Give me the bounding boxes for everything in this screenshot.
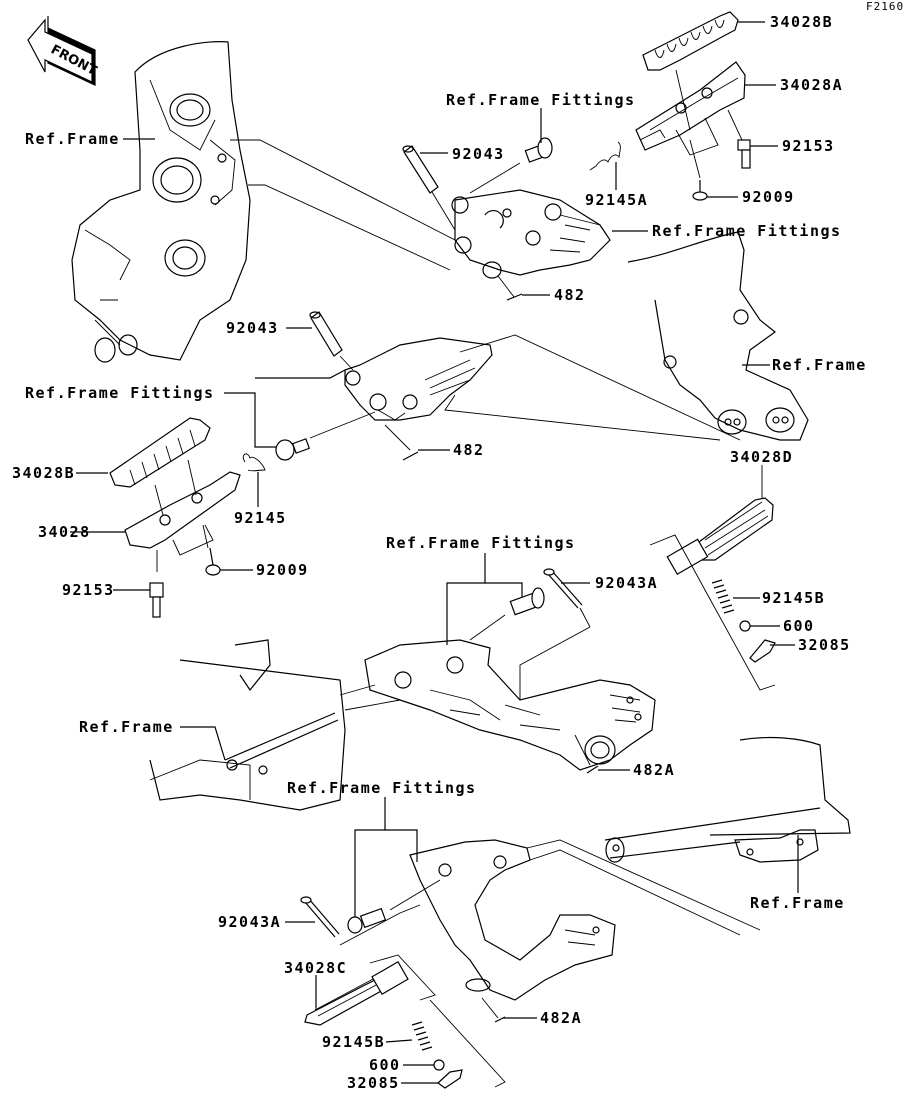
screw-92009-mid	[202, 524, 221, 576]
screw-92009-top	[689, 139, 708, 201]
callout-ref-frame-fittings[interactable]: Ref.Frame Fittings	[446, 91, 636, 109]
figure-code: F2160	[866, 0, 905, 13]
callout-92009[interactable]: 92009	[742, 188, 795, 206]
footpeg-34028C	[304, 961, 409, 1026]
detent-32085-bot	[437, 1069, 463, 1089]
upper-right-footpeg-bracket	[451, 189, 611, 279]
callout-92043[interactable]: 92043	[452, 145, 505, 163]
callout-32085[interactable]: 32085	[347, 1074, 400, 1092]
callout-ref-frame-fittings[interactable]: Ref.Frame Fittings	[386, 534, 576, 552]
callout-92009[interactable]: 92009	[256, 561, 309, 579]
callout-34028B[interactable]: 34028B	[770, 13, 834, 31]
footpeg-34028	[124, 459, 241, 549]
bolt-92153-mid	[149, 550, 164, 618]
callout-ref-frame-fittings[interactable]: Ref.Frame Fittings	[287, 779, 477, 797]
footpeg-34028A	[635, 61, 746, 151]
pin-92043-top	[402, 145, 456, 231]
callout-32085[interactable]: 32085	[798, 636, 851, 654]
cotter-pin-482A-bot	[481, 997, 506, 1023]
cotter-pin-482-top	[497, 275, 523, 301]
lower-right-main-bracket	[364, 639, 656, 771]
detent-32085-mid	[749, 639, 776, 663]
callout-482A[interactable]: 482A	[633, 761, 676, 779]
callout-92145B[interactable]: 92145B	[322, 1033, 386, 1051]
footpeg-rubber-34028B-top	[642, 11, 739, 71]
callout-92043A[interactable]: 92043A	[595, 574, 659, 592]
spring-92145B-mid	[711, 579, 735, 614]
bolt-92153-top	[727, 109, 751, 169]
bolt-bottom	[347, 879, 441, 934]
rear-frame-mid-drawing	[149, 639, 346, 811]
callout-482A[interactable]: 482A	[540, 1009, 583, 1027]
bolt-lower-bracket	[469, 587, 545, 641]
callout-ref-frame-fittings[interactable]: Ref.Frame Fittings	[652, 222, 842, 240]
callout-92145B[interactable]: 92145B	[762, 589, 826, 607]
callout-ref-frame[interactable]: Ref.Frame	[79, 718, 174, 736]
callout-ref-frame[interactable]: Ref.Frame	[772, 356, 867, 374]
lower-left-main-bracket	[409, 839, 616, 1001]
callout-34028[interactable]: 34028	[38, 523, 91, 541]
callout-34028B[interactable]: 34028B	[12, 464, 76, 482]
callout-482[interactable]: 482	[554, 286, 586, 304]
callout-ref-frame[interactable]: Ref.Frame	[25, 130, 120, 148]
callout-482[interactable]: 482	[453, 441, 485, 459]
rear-frame-lower-drawing	[604, 736, 851, 863]
callout-92043A[interactable]: 92043A	[218, 913, 282, 931]
callout-34028C[interactable]: 34028C	[284, 959, 348, 977]
leader-lines	[70, 21, 799, 1084]
footpeg-34028D	[666, 465, 774, 575]
front-arrow-icon: FRONT	[27, 16, 99, 86]
pin-92043A-mid	[543, 568, 591, 628]
callout-34028A[interactable]: 34028A	[780, 76, 844, 94]
bolt-mid	[275, 411, 376, 461]
ball-600-bot	[433, 1059, 445, 1071]
pin-92043-mid	[309, 311, 354, 371]
upper-left-footpeg-bracket	[344, 337, 493, 421]
ball-600-mid	[739, 620, 751, 632]
pin-92043A-bot	[300, 896, 340, 938]
spring-92145B-bot	[411, 1021, 433, 1051]
callout-92145[interactable]: 92145	[234, 509, 287, 527]
callout-34028D[interactable]: 34028D	[730, 448, 794, 466]
main-frame-drawing	[71, 41, 251, 363]
footpeg-rubber-34028B-mid	[109, 417, 211, 488]
callout-92043[interactable]: 92043	[226, 319, 279, 337]
cotter-pin-482A-mid	[574, 734, 599, 774]
callout-92153[interactable]: 92153	[782, 137, 835, 155]
cotter-pin-482-mid	[384, 424, 419, 461]
callout-92145A[interactable]: 92145A	[585, 191, 649, 209]
callout-600[interactable]: 600	[369, 1056, 401, 1074]
callout-600[interactable]: 600	[783, 617, 815, 635]
callout-ref-frame-fittings[interactable]: Ref.Frame Fittings	[25, 384, 215, 402]
rear-frame-upper-drawing	[627, 231, 809, 441]
callout-92153[interactable]: 92153	[62, 581, 115, 599]
spring-92145	[242, 453, 266, 472]
callout-ref-frame[interactable]: Ref.Frame	[750, 894, 845, 912]
spring-92145A	[589, 141, 621, 171]
